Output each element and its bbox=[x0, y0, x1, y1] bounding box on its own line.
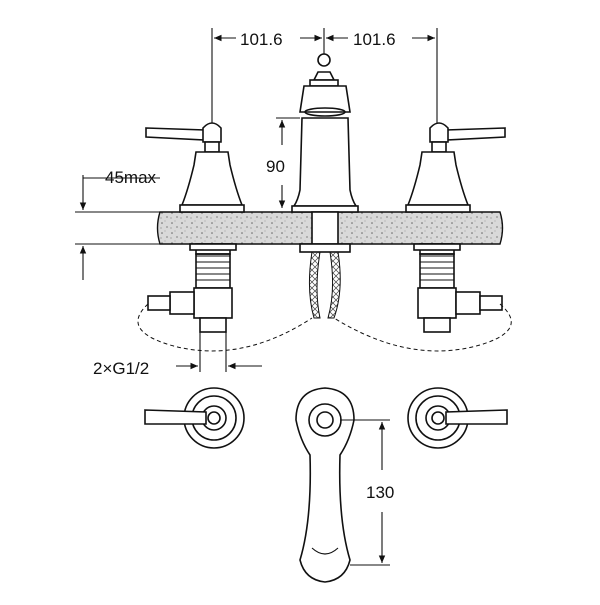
right-hose-routing bbox=[333, 303, 512, 352]
spout-height-label: 90 bbox=[266, 157, 285, 176]
spout-plan bbox=[295, 387, 355, 583]
left-valve-plan bbox=[144, 387, 245, 449]
left-valve-elevation bbox=[145, 122, 245, 333]
left-spacing-label: 101.6 bbox=[240, 30, 283, 49]
spout-height-dimension bbox=[276, 117, 300, 208]
left-hose-routing bbox=[137, 303, 313, 352]
deck-thickness-dimension bbox=[75, 175, 160, 280]
spout-elevation bbox=[291, 53, 359, 319]
spout-reach-label: 130 bbox=[366, 483, 394, 502]
right-valve-plan bbox=[407, 387, 508, 449]
top-dimension-lines bbox=[211, 28, 438, 125]
right-valve-elevation bbox=[405, 122, 506, 333]
connection-dimension bbox=[176, 332, 262, 372]
deck-thickness-label: 45max bbox=[105, 168, 157, 187]
right-spacing-label: 101.6 bbox=[353, 30, 396, 49]
connection-label: 2×G1/2 bbox=[93, 359, 149, 378]
spout-reach-dimension bbox=[340, 419, 390, 566]
